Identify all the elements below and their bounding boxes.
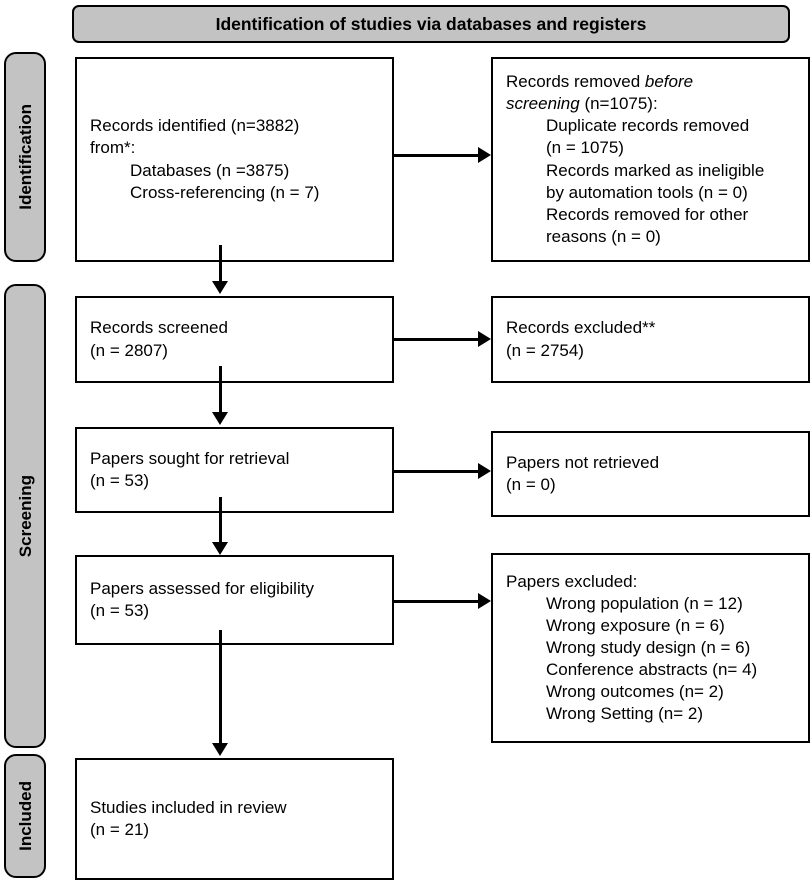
- box-papers-excluded: Papers excluded:Wrong population (n = 12…: [491, 553, 810, 743]
- box-studies-included-text: Studies included in review(n = 21): [90, 797, 287, 839]
- stage-label-identification: Identification: [15, 104, 35, 210]
- arrowhead-sought-to-assessed: [212, 542, 228, 555]
- box-papers-excluded-text: Papers excluded:Wrong population (n = 12…: [506, 571, 758, 724]
- arrowhead-screened-to-sought: [212, 412, 228, 425]
- arrowhead-assessed-to-excluded: [478, 593, 491, 609]
- box-records-screened-text: Records screened(n = 2807): [90, 318, 228, 360]
- connector-sought-to-assessed: [219, 497, 222, 542]
- connector-sought-to-not-retrieved: [394, 470, 478, 473]
- box-papers-not-retrieved: Papers not retrieved(n = 0): [491, 431, 810, 517]
- box-papers-sought: Papers sought for retrieval(n = 53): [75, 427, 394, 513]
- box-records-excluded-text: Records excluded**(n = 2754): [506, 318, 656, 360]
- stage-label-included: Included: [15, 781, 35, 851]
- box-papers-assessed: Papers assessed for eligibility(n = 53): [75, 555, 394, 645]
- box-records-identified-text: Records identified (n=3882)from*:Databas…: [90, 116, 320, 202]
- box-papers-sought-text: Papers sought for retrieval(n = 53): [90, 448, 290, 490]
- stage-pill-included: Included: [4, 754, 46, 878]
- connector-assessed-to-included: [219, 630, 222, 743]
- diagram-title-banner: Identification of studies via databases …: [72, 5, 790, 43]
- connector-identified-to-removed: [394, 154, 478, 157]
- connector-assessed-to-excluded: [394, 600, 478, 603]
- arrowhead-assessed-to-included: [212, 743, 228, 756]
- connector-screened-to-sought: [219, 366, 222, 412]
- box-studies-included: Studies included in review(n = 21): [75, 758, 394, 880]
- box-records-identified: Records identified (n=3882)from*:Databas…: [75, 57, 394, 262]
- box-records-excluded: Records excluded**(n = 2754): [491, 296, 810, 383]
- stage-pill-identification: Identification: [4, 52, 46, 262]
- arrowhead-sought-to-not-retrieved: [478, 463, 491, 479]
- stage-pill-screening: Screening: [4, 284, 46, 748]
- arrowhead-screened-to-excluded: [478, 331, 491, 347]
- connector-screened-to-excluded: [394, 338, 478, 341]
- connector-identified-to-screened: [219, 245, 222, 281]
- stage-label-screening: Screening: [15, 474, 35, 558]
- arrowhead-identified-to-screened: [212, 281, 228, 294]
- diagram-title: Identification of studies via databases …: [215, 13, 647, 34]
- box-records-screened: Records screened(n = 2807): [75, 296, 394, 383]
- box-papers-assessed-text: Papers assessed for eligibility(n = 53): [90, 578, 314, 620]
- box-papers-not-retrieved-text: Papers not retrieved(n = 0): [506, 452, 660, 494]
- arrowhead-identified-to-removed: [478, 147, 491, 163]
